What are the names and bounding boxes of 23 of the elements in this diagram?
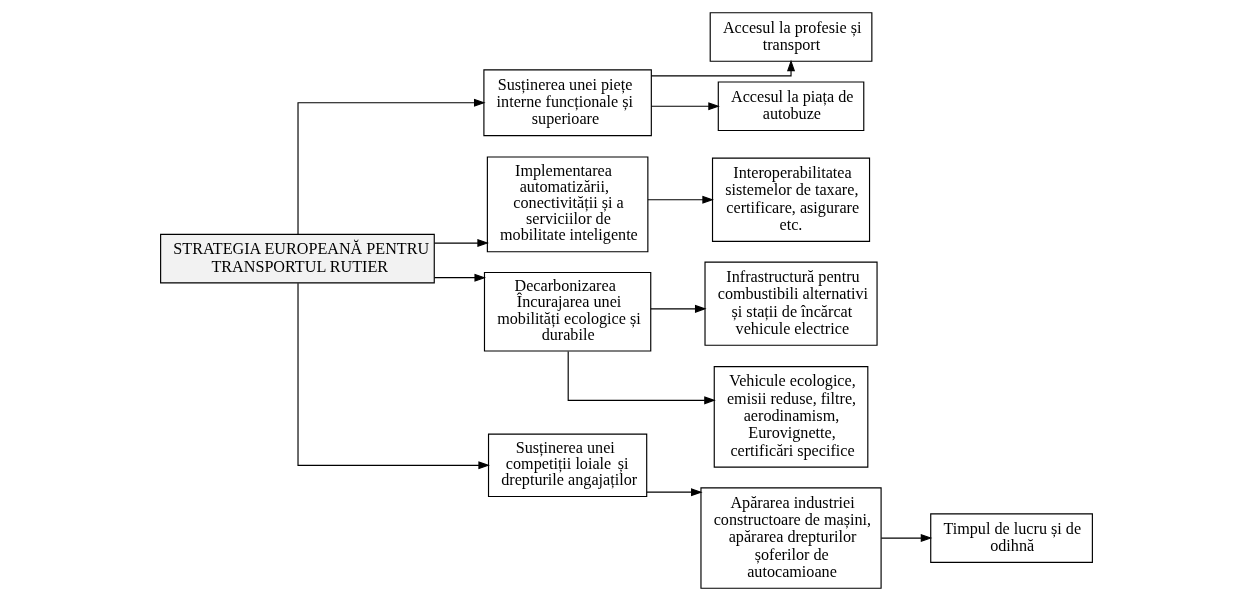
arrow (650, 304, 707, 313)
arrow (647, 195, 714, 204)
arrow (650, 102, 720, 111)
arrow (433, 273, 486, 282)
node-box: Implementarea automatizării, conectivității și a serviciilor de mobilitate inteligente (486, 156, 649, 253)
node-box: Accesul la piața de autobuze (717, 81, 865, 132)
arrow (297, 282, 490, 470)
node-box: Timpul de lucru și de odihnă (930, 513, 1093, 563)
node-box: Susținerea unei competiții loiale și drepturile angajaților (487, 433, 648, 498)
arrow (433, 239, 489, 248)
node-box: Infrastructură pentru combustibili alternativi și stații de încărcat vehicule electrice (704, 261, 878, 346)
node-box: Susținerea unei piețe interne funcționale și superioare (483, 69, 652, 137)
arrow (567, 350, 716, 405)
arrow (650, 59, 796, 77)
arrow (880, 534, 933, 543)
node-box: Vehicule ecologice, emisii reduse, filtre, aerodinamism, Eurovignette, certificări specifice (713, 366, 869, 468)
node-box: Accesul la profesie și transport (709, 12, 873, 62)
node-box: Apărarea industriei constructoare de mașini, apărarea drepturilor șoferilor de autocamioane (700, 487, 882, 589)
node-box: Decarbonizarea Încurajarea unei mobilități ecologice și durabile (483, 271, 652, 352)
arrow (646, 488, 703, 497)
node-box: STRATEGIA EUROPEANĂ PENTRU TRANSPORTUL RUTIER (160, 233, 435, 284)
node-box: Interoperabilitatea sistemelor de taxare, certificare, asigurare etc. (711, 157, 871, 242)
arrow (297, 98, 486, 235)
